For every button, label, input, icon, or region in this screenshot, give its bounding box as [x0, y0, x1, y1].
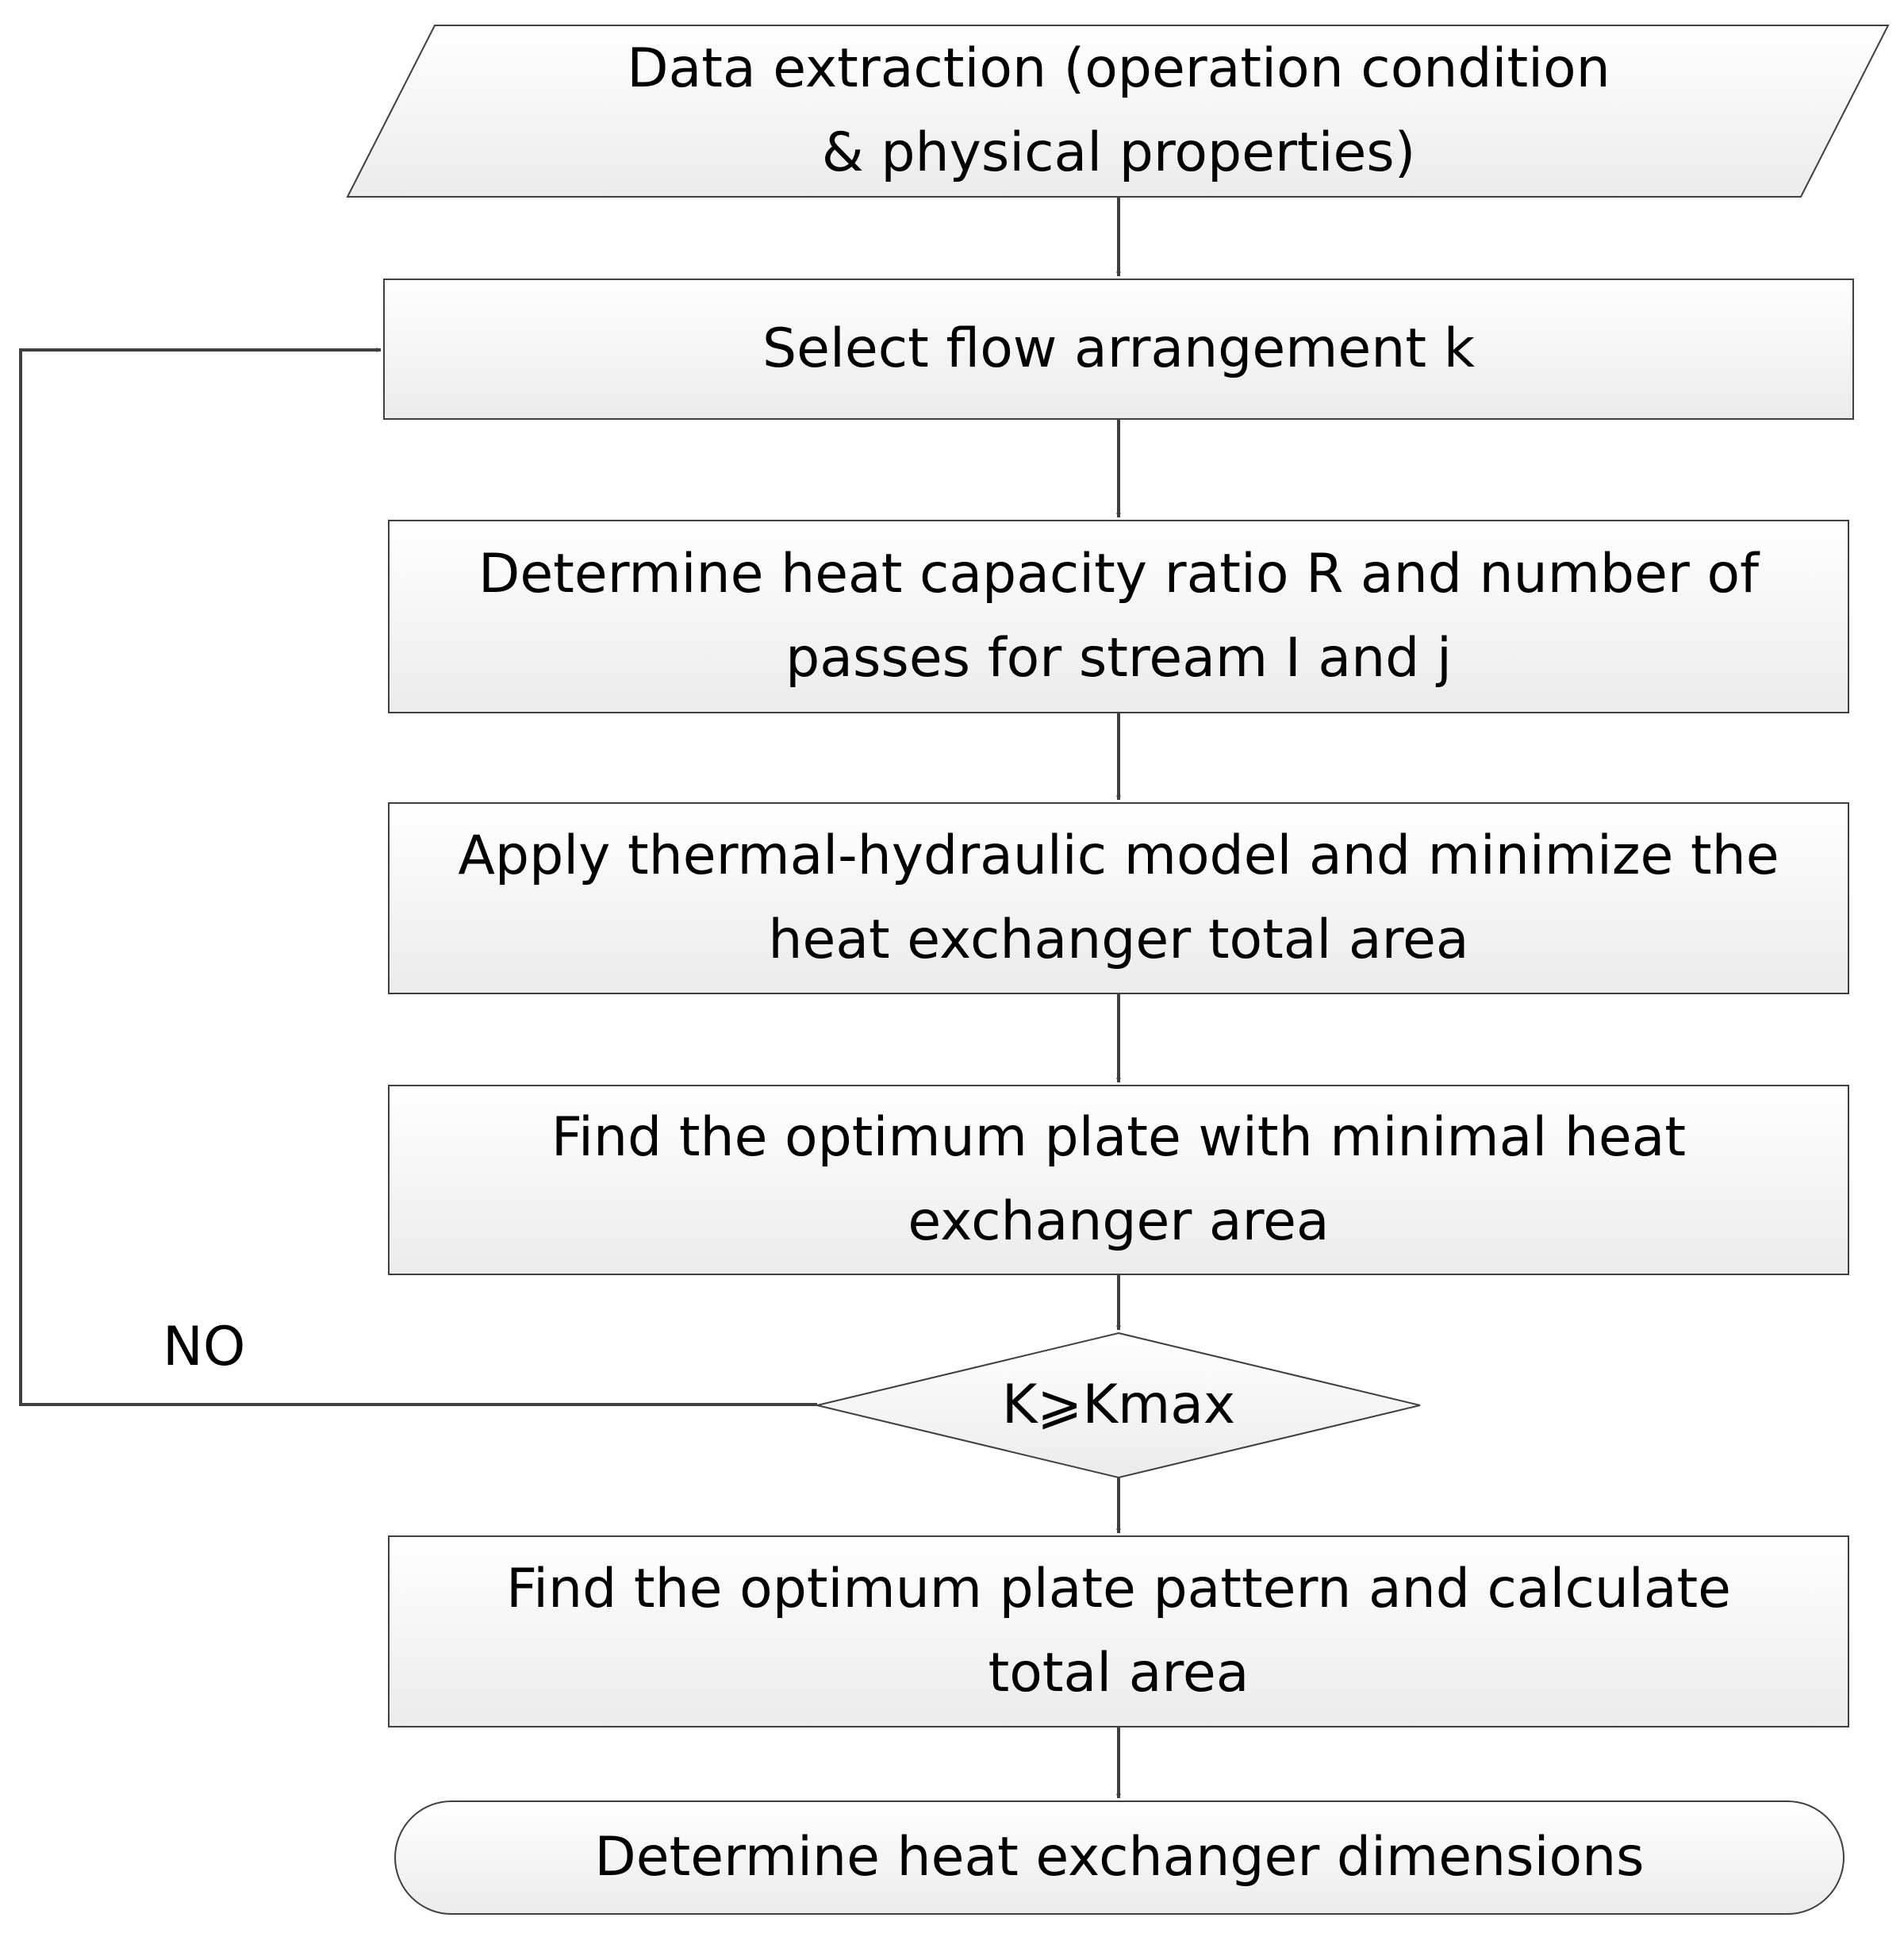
node-select-flow-shape: [383, 279, 1854, 420]
node-determine-dims-text: Determine heat exchanger dimensions: [594, 1826, 1645, 1889]
connectors: [19, 197, 1121, 1799]
node-data-extraction-shape: [346, 25, 1890, 198]
edge-label-no: NO: [163, 1316, 246, 1378]
nodes: [346, 25, 1890, 1915]
node-decision-text: K⩾Kmax: [1001, 1374, 1236, 1436]
node-find-plate-text: Find the optimum plate with minimal heat…: [551, 1106, 1687, 1253]
node-determine-ratio-text: Determine heat capacity ratio R and numb…: [478, 543, 1760, 690]
node-find-plate-shape: [388, 1085, 1849, 1275]
node-determine-dims-shape: [394, 1800, 1844, 1915]
arrow-decision-no-loop: [19, 348, 817, 1406]
node-determine-ratio-shape: [388, 520, 1849, 713]
node-find-pattern-shape: [388, 1535, 1849, 1727]
node-decision-shape: [816, 1332, 1421, 1479]
node-apply-model-shape: [388, 802, 1849, 994]
node-data-extraction-text: Data extraction (operation condition & p…: [627, 37, 1610, 184]
node-apply-model-text: Apply thermal-hydraulic model and minimi…: [458, 824, 1779, 971]
node-select-flow-text: Select flow arrangement k: [762, 317, 1476, 380]
node-find-pattern-text: Find the optimum plate pattern and calcu…: [505, 1558, 1731, 1704]
